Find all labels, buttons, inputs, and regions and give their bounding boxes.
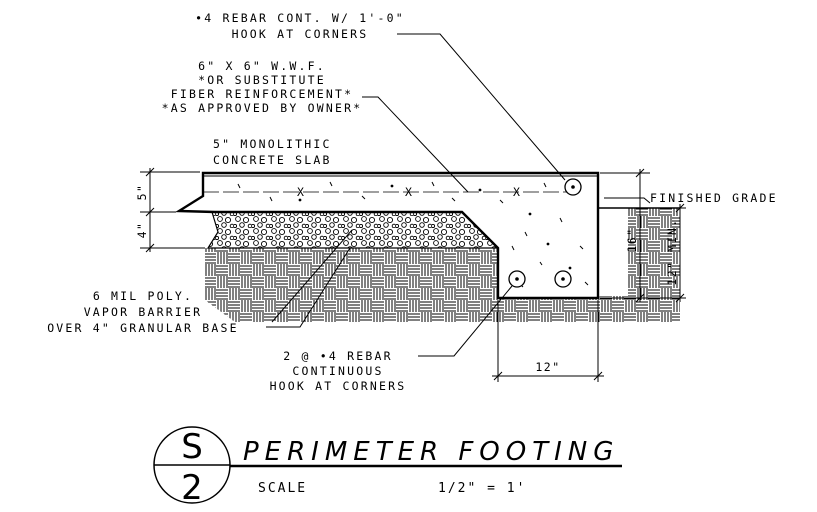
note-slab-1: 5" MONOLITHIC: [213, 137, 332, 151]
rebar-bottom-left: [508, 270, 526, 288]
sheet-number: 2: [181, 468, 203, 508]
note-poly-2: VAPOR BARRIER: [84, 305, 203, 319]
leader-rebar-bottom: [418, 285, 513, 357]
wire-mark: X: [405, 185, 414, 199]
dim-slab-thickness: 5": [135, 184, 149, 201]
dim-footing-width: 12": [535, 360, 560, 374]
note-wwf-3: FIBER REINFORCEMENT*: [171, 87, 353, 101]
note-wwf-1: 6" X 6" W.W.F.: [198, 59, 326, 73]
wire-mark: X: [513, 185, 522, 199]
note-rebar-top-1: •4 REBAR CONT. W/ 1'-0": [195, 11, 405, 25]
note-finished-grade: FINISHED GRADE: [650, 191, 778, 205]
soil-hatch: [205, 208, 680, 322]
rebar-top: [564, 178, 582, 196]
note-slab-2: CONCRETE SLAB: [213, 153, 332, 167]
note-wwf-2: *OR SUBSTITUTE: [198, 73, 326, 87]
note-rebar-bottom-3: HOOK AT CORNERS: [270, 379, 407, 393]
note-rebar-bottom-2: CONTINUOUS: [292, 364, 383, 378]
leader-wwf: [362, 96, 469, 193]
scale-value: 1/2" = 1': [438, 481, 526, 496]
leader-poly: [266, 247, 351, 328]
detail-number: S: [181, 427, 203, 467]
note-rebar-bottom-1: 2 @ •4 REBAR: [283, 349, 392, 363]
note-poly-3: OVER 4" GRANULAR BASE: [47, 321, 239, 335]
note-rebar-top-2: HOOK AT CORNERS: [232, 27, 369, 41]
leader-rebar-top: [397, 33, 566, 181]
note-wwf-4: *AS APPROVED BY OWNER*: [162, 101, 363, 115]
leader-poly-2: [271, 229, 353, 323]
leader-grade: [604, 197, 651, 204]
concrete-slab-footing: [174, 171, 600, 300]
note-poly-1: 6 MIL POLY.: [93, 289, 193, 303]
wire-mark: X: [297, 185, 306, 199]
dim-base-thickness: 4": [135, 222, 149, 239]
dim-footing-depth: 16": [625, 227, 639, 252]
dim-min-below-grade: 12" MIN.: [665, 218, 679, 285]
granular-base: [206, 211, 500, 249]
detail-title: PERIMETER FOOTING: [243, 437, 619, 467]
rebar-bottom-right: [554, 270, 572, 288]
scale-label: SCALE: [258, 481, 307, 496]
